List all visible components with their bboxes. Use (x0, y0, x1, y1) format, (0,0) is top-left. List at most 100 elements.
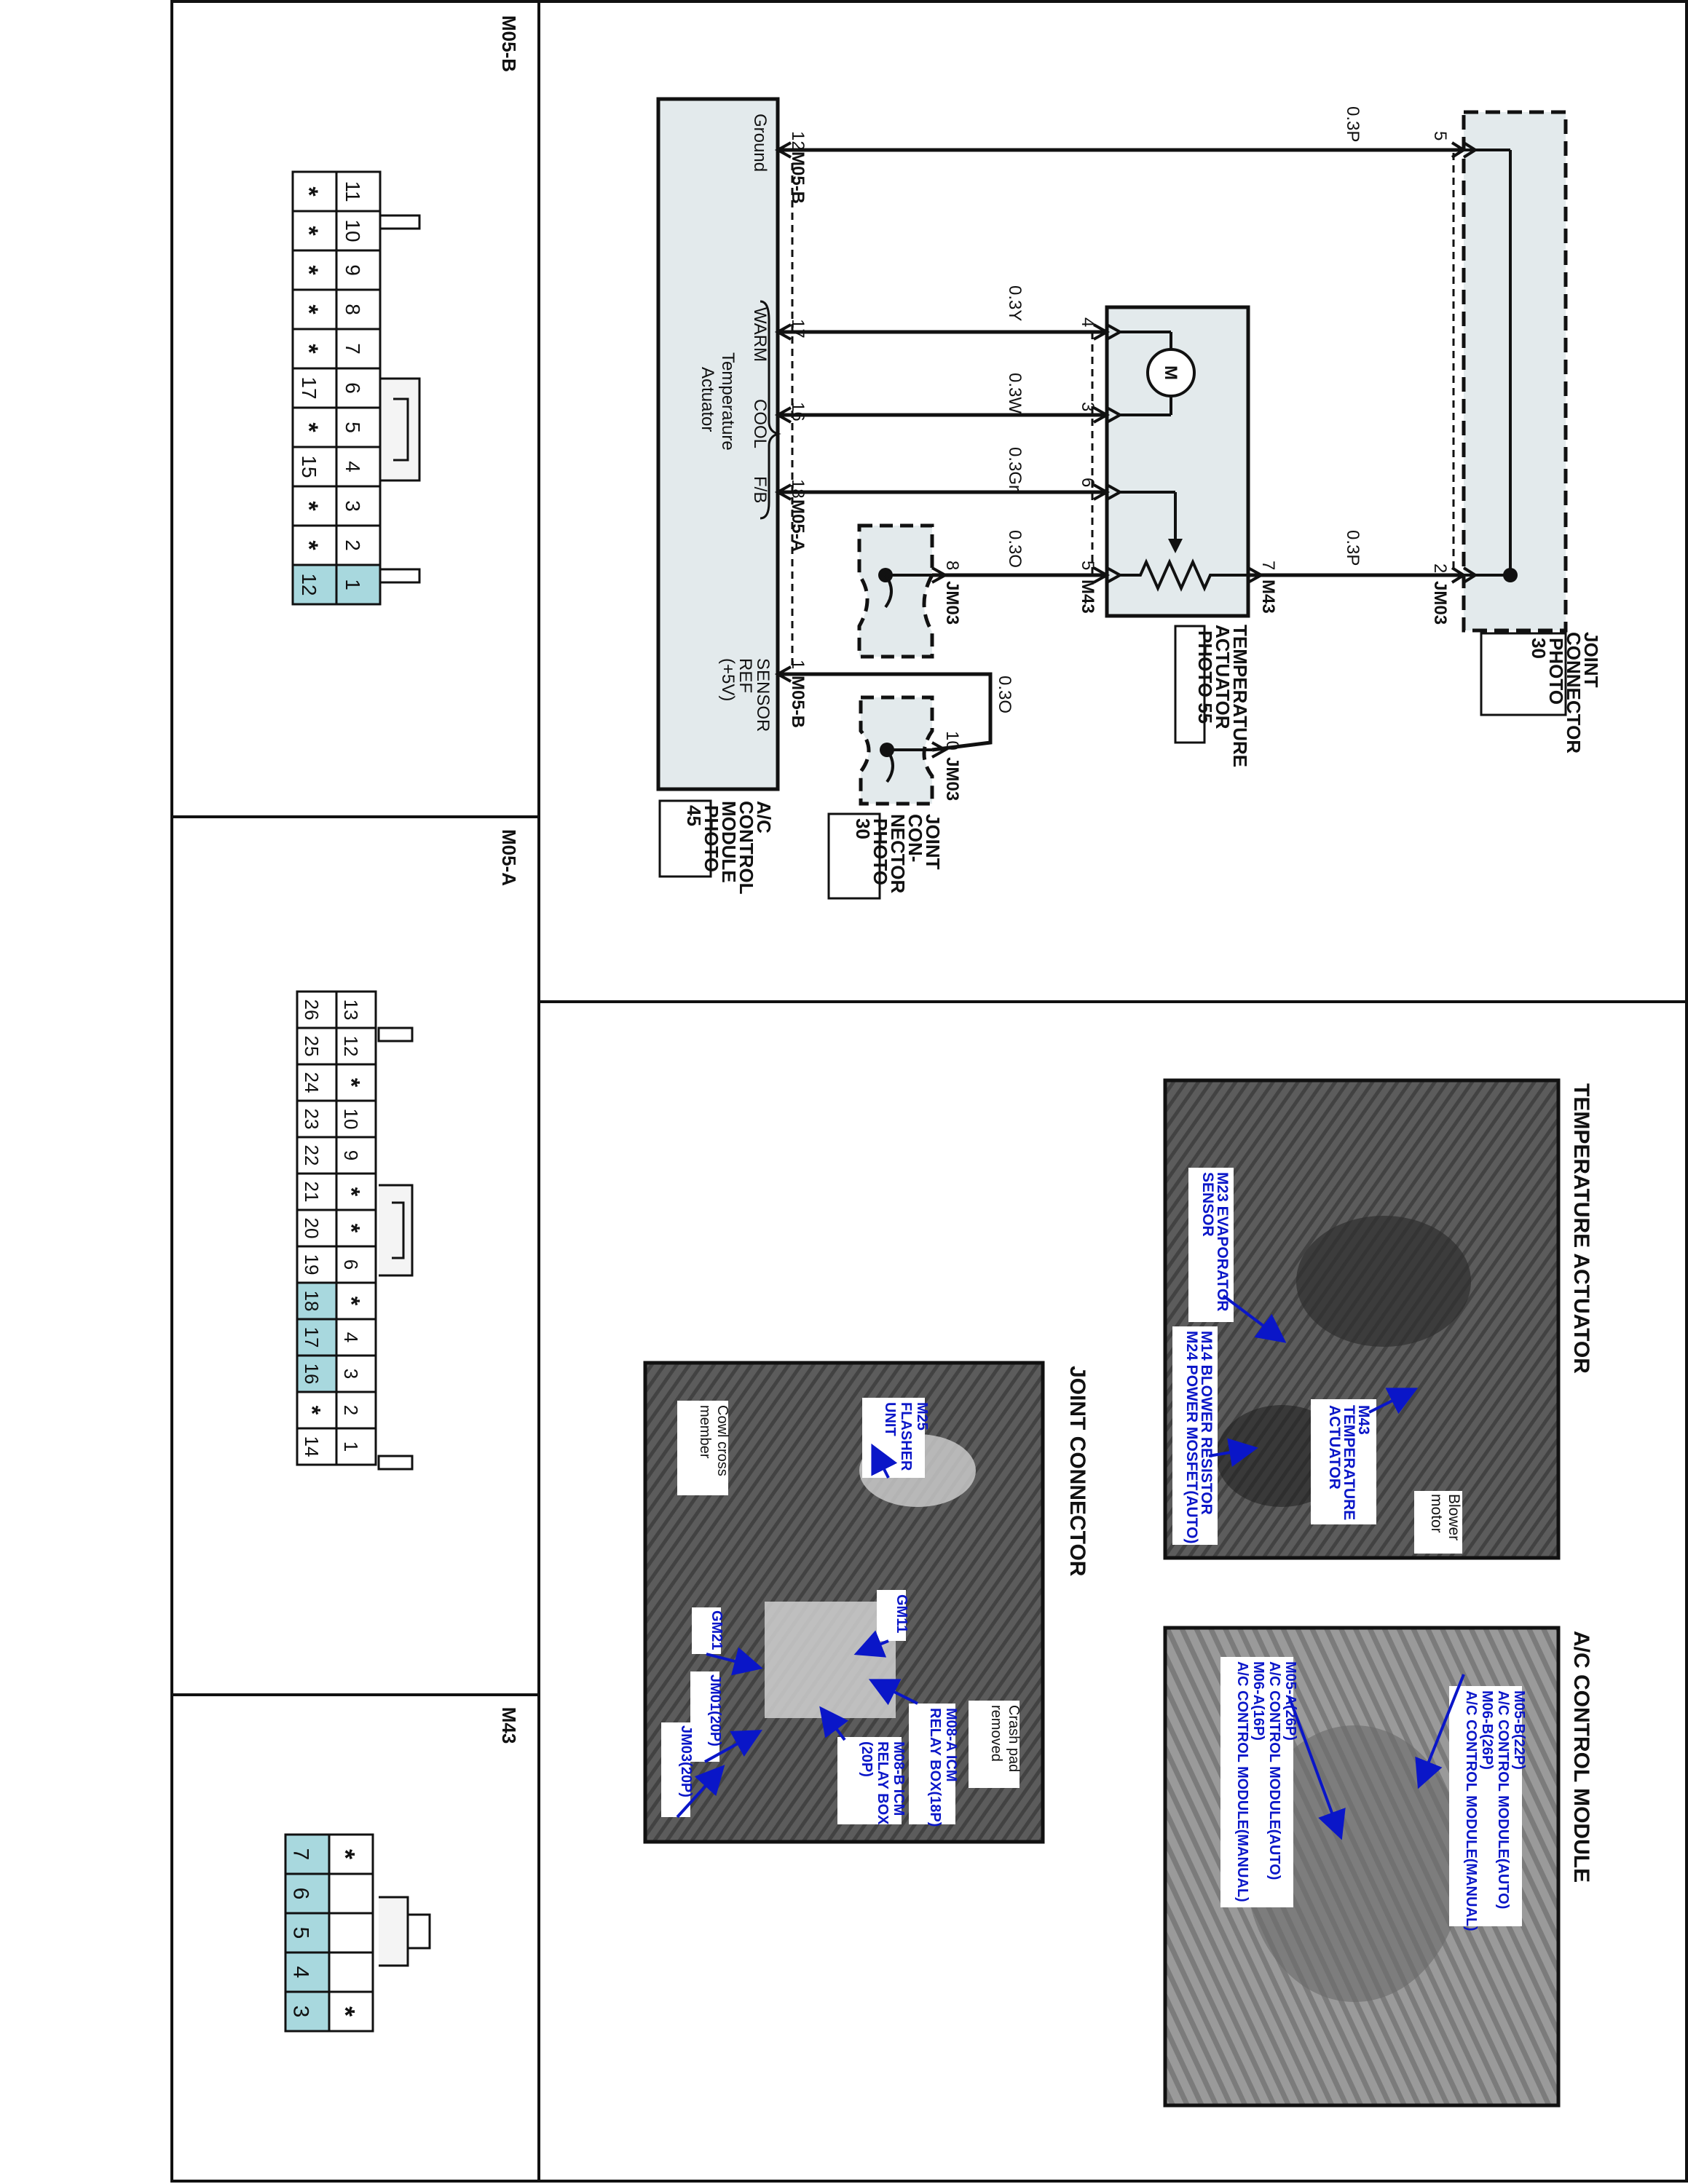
connector-m05a-pin-label: 17 (301, 1327, 323, 1348)
pin-label-act6: 6 (1078, 478, 1097, 487)
connector-m43-pin-label: 5 (289, 1927, 313, 1939)
pin-ref-mod18: M05-A (788, 499, 808, 552)
ac-control-module-box (656, 97, 780, 791)
connector-m05b-pin-label: * (295, 344, 323, 354)
connector-m05b-pin-label: * (295, 422, 323, 432)
connector-m05a-pin-label: 24 (301, 1072, 323, 1093)
photo-title-joint-connector: JOINT CONNECTOR (1065, 1366, 1089, 1577)
connector-m05b-pin-cell (291, 367, 338, 409)
connector-m43-pin-label: 6 (289, 1888, 313, 1900)
connector-m05b-pin-cell (335, 406, 382, 448)
module-label-3: MODULE (718, 801, 740, 883)
connector-m43-pin-label: * (331, 1849, 360, 1859)
jc-top-photo-num: 30 (1528, 638, 1550, 659)
connector-m05b-pin-label: 5 (342, 422, 364, 433)
connector-m05a-pin-label: 4 (340, 1332, 362, 1342)
connector-m43-pin-label: * (331, 2006, 360, 2017)
callout-m06a-desc: A/C CONTROL MODULE(MANUAL) (1234, 1661, 1250, 1902)
connector-m43-pin-cell (328, 1912, 374, 1954)
pin-label-mod17: 17 (788, 319, 808, 339)
connector-m05b-pin-cell (335, 328, 382, 370)
photo-title-ac-module: A/C CONTROL MODULE (1569, 1631, 1593, 1883)
connector-m05b-pin-label: * (295, 501, 323, 511)
jc-bottom-label-1: JOINT (922, 814, 944, 870)
joint-connector-callouts: M25 FLASHER UNIT Cowl cross member GM11 … (661, 1398, 1022, 1827)
pin-label-jc5: 5 (1430, 131, 1450, 141)
photo-title-temp-actuator: TEMPERATURE ACTUATOR (1569, 1083, 1593, 1374)
photo-joint-connector: JOINT CONNECTOR M25 FLASHER UNIT Cowl cr… (643, 1361, 1089, 1844)
pin-ref-jc2: JM03 (1430, 581, 1450, 625)
connector-m05a-pin-cell (335, 990, 377, 1029)
pin-ref-act7: M43 (1258, 579, 1278, 614)
connector-m05b-pin-label: 1 (342, 579, 364, 590)
jm03-pin8-blob (857, 523, 934, 659)
connector-m05b-pin-cell (291, 249, 338, 291)
pin-label-mod1: 1 (788, 660, 808, 669)
connector-m43-pin-cell (328, 1990, 374, 2033)
connector-m05a-pin-cell (296, 1136, 338, 1175)
connector-m05a-pin-cell (296, 1318, 338, 1357)
connector-m05a-pin-cell (335, 1318, 377, 1357)
connector-m05b-pin-label: 3 (342, 500, 364, 512)
connector-m05b-pin-label: 17 (298, 376, 320, 399)
pin-label-act4: 4 (1078, 317, 1097, 327)
connector-m05a-pin-label: 12 (340, 1036, 362, 1057)
module-label-1: A/C (753, 801, 775, 834)
connector-m05b-pin-label: 15 (298, 455, 320, 478)
wire-color-sensor-ref: 0.3O (995, 676, 1014, 713)
connector-m43-pin-cell (284, 1872, 331, 1915)
connector-m05b-title: M05-B (498, 15, 520, 72)
connector-m05b-pin-cell (291, 170, 338, 213)
callout-gm11: GM11 (894, 1594, 910, 1633)
connector-m43-pin-label: 4 (289, 1966, 313, 1979)
connector-m05a-pin-label: 2 (340, 1405, 362, 1415)
jc-top-photo-label: PHOTO (1545, 638, 1567, 705)
pin-ref-mod1: M05-B (788, 676, 808, 728)
wire-color-cool: 0.3W (1005, 373, 1025, 414)
callout-m05b: M05-B(22P) (1511, 1690, 1527, 1770)
pin-label-mod12: 12 (788, 131, 808, 151)
module-label-2: CONTROL (735, 801, 757, 895)
connector-m05a-pin-label: 3 (340, 1369, 362, 1379)
pin-label-jc2: 2 (1430, 563, 1450, 573)
callout-m43-2: TEMPERATURE (1341, 1405, 1357, 1520)
jc-top-label-1: JOINT (1580, 632, 1602, 688)
temp-actuator-callouts: M43 TEMPERATURE ACTUATOR Blower motor M2… (1172, 1168, 1462, 1554)
connector-m05a-pin-cell (296, 1245, 338, 1284)
internal-dashed-leads (776, 153, 1455, 670)
wire-color-jm03-8: 0.3O (1005, 530, 1025, 568)
pin-ref-act5: M43 (1078, 579, 1097, 614)
callout-blower-1: Blower (1446, 1494, 1462, 1540)
callout-flasher-3: UNIT (882, 1402, 898, 1436)
connector-m05a-pin-cell (296, 1063, 338, 1102)
connector-m43-pin-label: 3 (289, 2006, 313, 2018)
motor-symbol-label: M (1161, 365, 1180, 380)
connector-m05a-pin-label: 19 (301, 1254, 323, 1275)
pin-label-act7: 7 (1258, 561, 1278, 570)
connector-m05b-pin-label: 12 (298, 573, 320, 596)
module-label-5v: (+5V) (718, 658, 738, 701)
connector-m05b-pin-label: * (295, 265, 323, 275)
callout-m43-1: M43 (1355, 1405, 1372, 1435)
connector-m43-pin-cell (328, 1872, 374, 1915)
connector-m05a-pin-cell (296, 990, 338, 1029)
connector-m05b-pin-label: 7 (342, 343, 364, 355)
callout-res-2: M24 POWER MOSFET(AUTO) (1183, 1331, 1200, 1543)
connector-m05a-pin-label: * (338, 1224, 364, 1233)
connector-m43-pin-label: 7 (289, 1848, 313, 1861)
wire-color-warm: 0.3Y (1005, 285, 1025, 321)
callout-m05b-desc: A/C CONTROL MODULE(AUTO) (1495, 1690, 1511, 1909)
connector-m05a-pin-label: 23 (301, 1109, 323, 1130)
connector-m05a-pin-cell (296, 1208, 338, 1248)
pin-ref-jm03-8: JM03 (942, 581, 962, 625)
callout-flasher-2: FLASHER (898, 1402, 914, 1471)
pin-number-labels: 5 2 JM03 12 M05-B 17 16 18 M05-A 1 M05-B… (788, 131, 1450, 801)
connector-m05b-pin-label: 4 (342, 461, 364, 472)
connector-m05a-pin-cell (296, 1172, 338, 1211)
callout-jm01: JM01(20P) (707, 1674, 723, 1746)
connector-m05a-view: M05-A 1312*109**6*4321262524232221201918… (296, 829, 520, 1471)
connector-m05b-pin-cell (291, 563, 338, 606)
callout-gm21: GM21 (709, 1610, 725, 1650)
callout-blower-2: motor (1428, 1494, 1445, 1533)
